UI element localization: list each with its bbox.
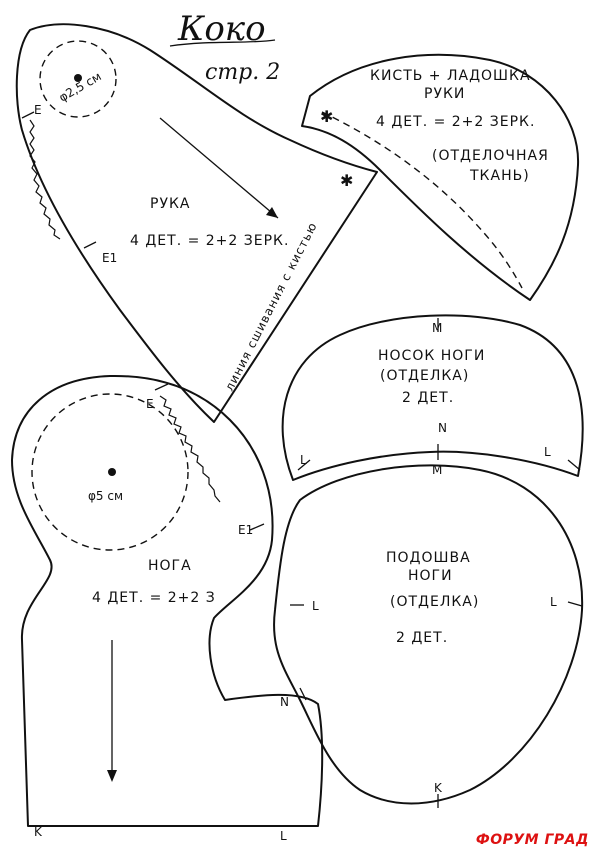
hand-piece: ✱ КИСТЬ + ЛАДОШКА РУКИ 4 ДЕТ. = 2+2 ЗЕРК… <box>301 53 580 301</box>
arm-mark-e: E <box>34 103 42 117</box>
sole-sub: (ОТДЕЛКА) <box>390 594 479 610</box>
arm-count: 4 ДЕТ. = 2+2 ЗЕРК. <box>130 233 289 249</box>
leg-piece: φ5 см E E1 N K L НОГА 4 ДЕТ. = 2+2 З <box>11 374 324 843</box>
leg-name: НОГА <box>148 558 192 574</box>
sole-mark-k: K <box>434 781 443 795</box>
toe-mark-m-bottom: M <box>432 463 442 477</box>
arm-star-mark: ✱ <box>340 171 353 190</box>
leg-circle-size: φ5 см <box>88 489 123 503</box>
toe-mark-l-right-tick <box>567 459 581 471</box>
leg-mark-n-tick <box>299 687 307 701</box>
arm-joint-center <box>74 74 82 82</box>
toe-sub: (ОТДЕЛКА) <box>380 368 469 384</box>
hand-name-line1: КИСТЬ + ЛАДОШКА <box>370 68 531 84</box>
hand-seam-line <box>321 111 523 289</box>
leg-mark-n: N <box>280 695 289 709</box>
leg-joint-circle <box>31 393 189 551</box>
arm-name: РУКА <box>150 196 191 212</box>
toe-mark-m-top: M <box>432 321 442 335</box>
sole-count: 2 ДЕТ. <box>396 630 448 646</box>
leg-mark-e1-tick <box>249 523 265 531</box>
leg-joint-center <box>108 468 116 476</box>
hand-count: 4 ДЕТ. = 2+2 ЗЕРК. <box>376 114 535 130</box>
page-number: стр. 2 <box>205 60 280 85</box>
leg-mark-k: K <box>34 825 43 839</box>
arm-outline <box>15 23 378 423</box>
sole-mark-l-right-tick <box>567 601 583 607</box>
toe-piece: M N M L L НОСОК НОГИ (ОТДЕЛКА) 2 ДЕТ. <box>281 314 584 481</box>
leg-mark-l: L <box>280 829 287 843</box>
leg-gather-zigzag <box>159 395 221 503</box>
leg-outline <box>11 374 324 827</box>
arm-gather-zigzag <box>29 119 61 240</box>
watermark-part1: ФОРУМ <box>475 832 540 848</box>
sole-outline <box>273 464 584 805</box>
toe-mark-l-right: L <box>544 445 551 459</box>
toe-mark-n: N <box>438 421 447 435</box>
hand-fabric-line2: ТКАНЬ) <box>469 168 530 184</box>
leg-mark-e-tick <box>154 383 169 391</box>
toe-mark-l-left: L <box>300 453 307 467</box>
sole-name-line1: ПОДОШВА <box>386 550 471 566</box>
arm-grain-line <box>159 117 279 219</box>
watermark-logo: ФОРУМ ГРАД <box>476 832 589 848</box>
leg-count: 4 ДЕТ. = 2+2 З <box>92 590 216 606</box>
toe-mark-l-left-tick <box>297 459 311 471</box>
hand-star-mark: ✱ <box>320 107 333 126</box>
toe-count: 2 ДЕТ. <box>402 390 454 406</box>
sole-mark-l-right: L <box>550 595 557 609</box>
sole-name-line2: НОГИ <box>408 568 453 584</box>
sole-mark-l-left: L <box>312 599 319 613</box>
arm-piece: φ2,5 см E E1 РУКА 4 ДЕТ. = 2+2 ЗЕРК. лин… <box>15 23 378 423</box>
leg-mark-e: E <box>146 397 154 411</box>
leg-mark-e1: E1 <box>238 523 253 537</box>
toe-name: НОСОК НОГИ <box>378 348 485 364</box>
arm-mark-e-tick <box>21 111 35 119</box>
arm-mark-e1: E1 <box>102 251 117 265</box>
toe-outline <box>281 314 584 481</box>
hand-outline <box>301 53 580 301</box>
title-underline <box>169 39 276 47</box>
arm-grain-arrowhead <box>266 207 278 218</box>
arm-circle-size: φ2,5 см <box>57 69 104 104</box>
hand-fabric-line1: (ОТДЕЛОЧНАЯ <box>432 148 549 164</box>
arm-mark-e1-tick <box>83 241 97 249</box>
arm-joint-circle <box>39 40 117 118</box>
watermark-part2: ГРАД <box>544 832 589 848</box>
hand-name-line2: РУКИ <box>424 86 465 102</box>
sole-piece: L L K ПОДОШВА НОГИ (ОТДЕЛКА) 2 ДЕТ. <box>273 464 584 808</box>
leg-grain-arrowhead <box>107 770 117 782</box>
